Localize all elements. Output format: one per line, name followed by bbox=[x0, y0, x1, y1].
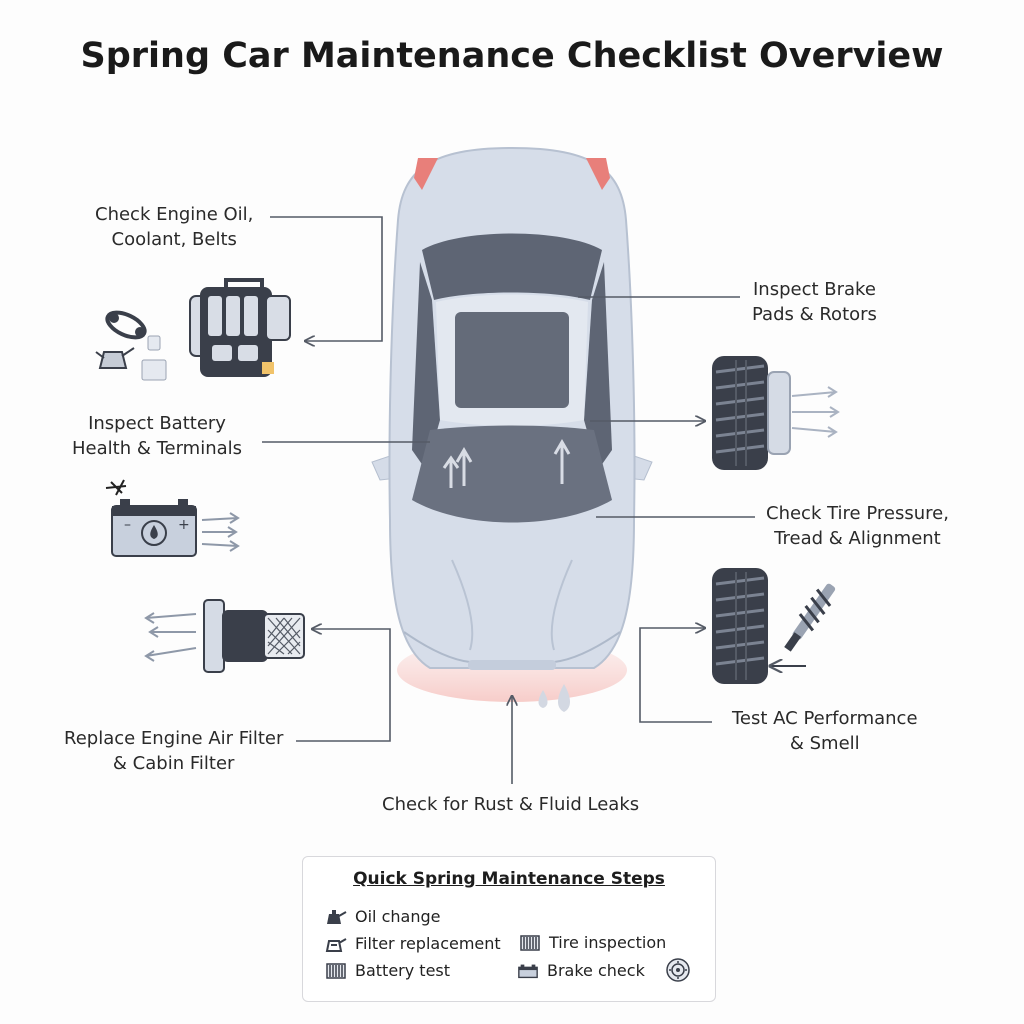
car-top-view bbox=[371, 146, 653, 712]
callout-rust-line1: Check for Rust & Fluid Leaks bbox=[382, 794, 640, 815]
left-side-window bbox=[412, 262, 440, 470]
svg-text:–: – bbox=[124, 517, 131, 533]
battery-icon: – + bbox=[105, 479, 240, 557]
step-oil-change-label: Oil change bbox=[355, 907, 441, 926]
air-filter-icon bbox=[144, 599, 305, 673]
leader-air-filter bbox=[296, 629, 391, 742]
belt-icon bbox=[105, 310, 147, 340]
callout-tire: Check Tire Pressure, Tread & Alignment bbox=[766, 501, 949, 551]
battery-icon bbox=[518, 964, 538, 978]
step-filter-replacement: Filter replacement bbox=[325, 934, 501, 953]
wheel-brake-icon bbox=[712, 356, 840, 470]
oil-can-icon bbox=[327, 909, 347, 924]
filter-icon bbox=[520, 934, 540, 951]
leader-ac bbox=[639, 628, 712, 723]
callout-tire-line2: Tread & Alignment bbox=[774, 528, 941, 549]
callout-rust: Check for Rust & Fluid Leaks bbox=[382, 792, 639, 817]
callout-battery-line2: Health & Terminals bbox=[72, 438, 243, 459]
callout-ac-line1: Test AC Performance bbox=[732, 708, 918, 729]
windshield bbox=[412, 425, 612, 523]
leader-lines bbox=[262, 216, 755, 784]
brake-disc-icon bbox=[666, 958, 690, 982]
tail-light-right bbox=[586, 158, 610, 190]
svg-text:+: + bbox=[178, 517, 190, 533]
quick-steps-panel: Quick Spring Maintenance Steps Oil chang… bbox=[302, 856, 716, 1002]
step-tire-inspection-label: Tire inspection bbox=[549, 933, 667, 952]
callout-brake-line1: Inspect Brake bbox=[753, 279, 876, 300]
callout-engine-oil-line2: Coolant, Belts bbox=[111, 229, 237, 250]
oil-can-icon bbox=[325, 937, 347, 952]
step-oil-change: Oil change bbox=[325, 907, 440, 926]
leader-engine-oil bbox=[270, 216, 383, 341]
callout-battery: Inspect Battery Health & Terminals bbox=[72, 411, 242, 461]
engine-icon bbox=[189, 278, 291, 377]
callout-battery-line1: Inspect Battery bbox=[88, 413, 226, 434]
step-brake-check-label: Brake check bbox=[547, 961, 645, 980]
rear-window bbox=[422, 233, 602, 300]
front-grille bbox=[468, 660, 556, 670]
step-battery-test-label: Battery test bbox=[355, 961, 451, 980]
callout-air-filter: Replace Engine Air Filter & Cabin Filter bbox=[64, 726, 283, 776]
callout-tire-line1: Check Tire Pressure, bbox=[766, 503, 949, 524]
callout-engine-oil-line1: Check Engine Oil, bbox=[95, 204, 254, 225]
step-battery-test: Battery test bbox=[325, 961, 450, 980]
callout-air-filter-line1: Replace Engine Air Filter bbox=[64, 728, 284, 749]
callout-brake: Inspect Brake Pads & Rotors bbox=[752, 277, 877, 327]
page-title: Spring Car Maintenance Checklist Overvie… bbox=[80, 36, 944, 76]
step-brake-check: Brake check bbox=[517, 961, 645, 980]
callout-ac: Test AC Performance & Smell bbox=[732, 706, 918, 756]
step-filter-replacement-label: Filter replacement bbox=[355, 934, 501, 953]
right-side-window bbox=[584, 262, 612, 470]
callout-air-filter-line2: & Cabin Filter bbox=[112, 753, 235, 774]
tail-light-left bbox=[414, 158, 438, 190]
callout-brake-line2: Pads & Rotors bbox=[752, 304, 877, 325]
step-tire-inspection: Tire inspection bbox=[519, 933, 666, 952]
wheel-suspension-icon bbox=[712, 568, 836, 684]
callout-engine-oil: Check Engine Oil, Coolant, Belts bbox=[95, 202, 253, 252]
quick-steps-title: Quick Spring Maintenance Steps bbox=[353, 869, 665, 889]
sunroof bbox=[455, 312, 569, 408]
callout-ac-line2: & Smell bbox=[789, 733, 860, 754]
filter-icon bbox=[326, 962, 346, 979]
oil-can-icon bbox=[95, 335, 167, 381]
